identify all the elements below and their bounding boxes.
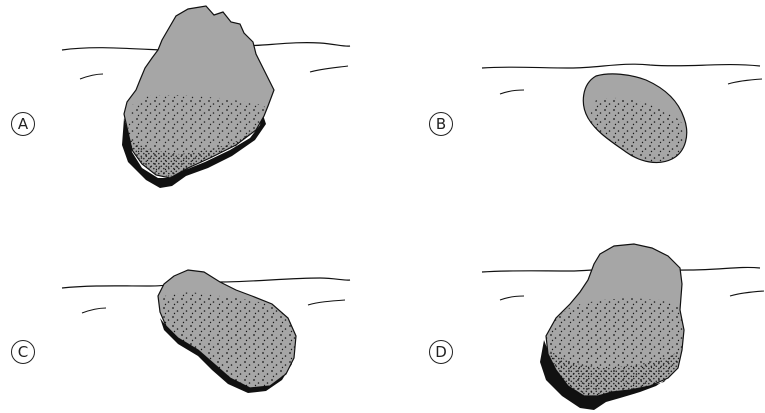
ripple-c-right [308, 300, 345, 305]
ripple-d-right [730, 291, 764, 296]
ripple-b-left [500, 90, 524, 94]
ripple-a-right [310, 66, 348, 72]
ripple-d-left [500, 296, 524, 300]
ripple-a-left [80, 74, 103, 79]
panel-d [482, 244, 764, 410]
panel-b [482, 64, 762, 162]
panel-a [62, 6, 350, 188]
ripple-c-left [82, 308, 106, 313]
ripple-b-right [728, 79, 762, 84]
water-surface-b [482, 64, 760, 68]
panel-c [62, 270, 350, 393]
